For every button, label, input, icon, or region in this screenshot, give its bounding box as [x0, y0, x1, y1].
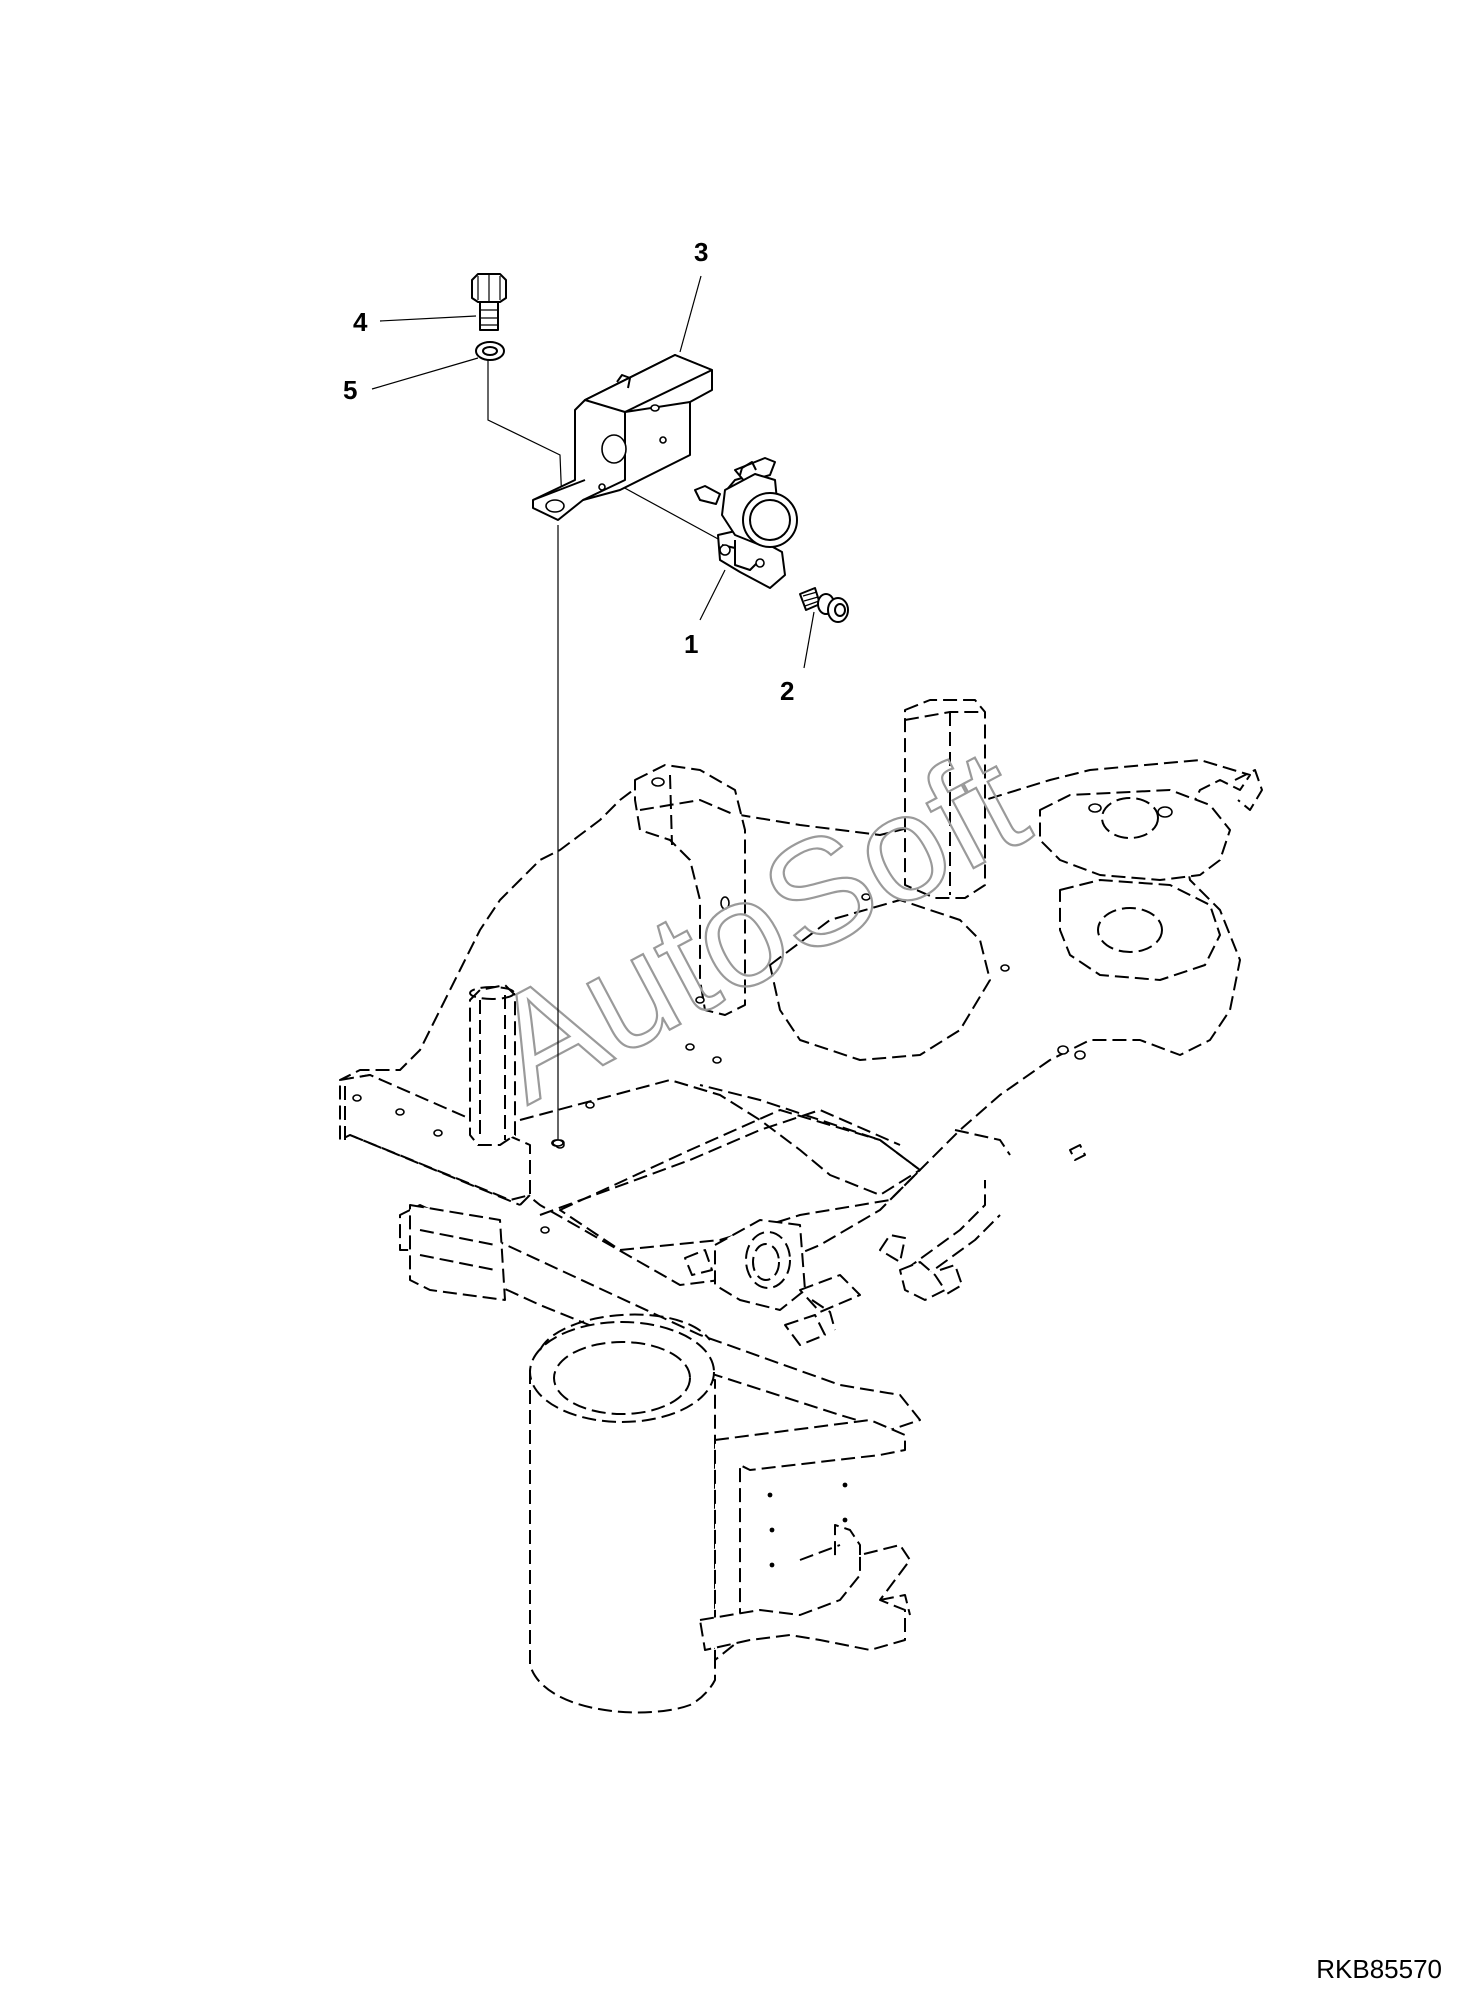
callout-label-5: 5: [343, 375, 357, 405]
screw-part-2: [799, 587, 849, 623]
callout-label-4: 4: [353, 307, 368, 337]
drawing-code: RKB85570: [1316, 1954, 1442, 1984]
callout-label-1: 1: [684, 629, 698, 659]
callout-leaders: [371, 275, 815, 669]
washer-part-5: [475, 341, 505, 361]
callout-label-3: 3: [694, 237, 708, 267]
bracket-part-3: [532, 354, 713, 521]
bolt-part-4: [471, 273, 507, 331]
revolving-frame: [339, 699, 1263, 1714]
relay-part-1: [694, 457, 798, 589]
callout-label-2: 2: [780, 676, 794, 706]
assembly-guide-lines: [487, 355, 721, 1147]
